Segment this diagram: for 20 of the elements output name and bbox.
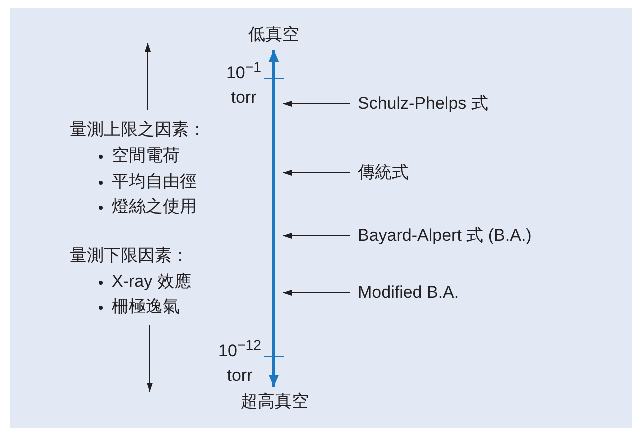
list-item: 燈絲之使用 xyxy=(112,196,197,218)
arrow xyxy=(282,170,350,176)
gauge-type-label: Bayard-Alpert 式 (B.A.) xyxy=(358,225,532,247)
scale-end-label: 超高真空 xyxy=(241,391,309,413)
list-heading: 量測上限之因素： xyxy=(70,119,206,141)
list-item: 空間電荷 xyxy=(112,145,180,167)
list-item: 柵極逸氣 xyxy=(112,296,180,318)
gauge-type-label: 傳統式 xyxy=(358,162,409,184)
arrow xyxy=(282,290,350,296)
arrow xyxy=(282,101,350,107)
pressure-tick-label: 10$^{−12}$ torr xyxy=(218,337,262,387)
list-item: 平均自由徑 xyxy=(112,171,197,193)
scale-end-label: 低真空 xyxy=(248,24,300,46)
pressure-tick-label: 10$^{−1}$ torr xyxy=(225,59,263,109)
list-item: X-ray 效應 xyxy=(112,271,192,293)
list-heading: 量測下限因素： xyxy=(70,245,189,267)
arrow xyxy=(282,233,350,239)
gauge-type-label: Schulz-Phelps 式 xyxy=(358,93,488,115)
gauge-type-label: Modified B.A. xyxy=(358,282,460,304)
scale-arrow xyxy=(268,50,280,387)
